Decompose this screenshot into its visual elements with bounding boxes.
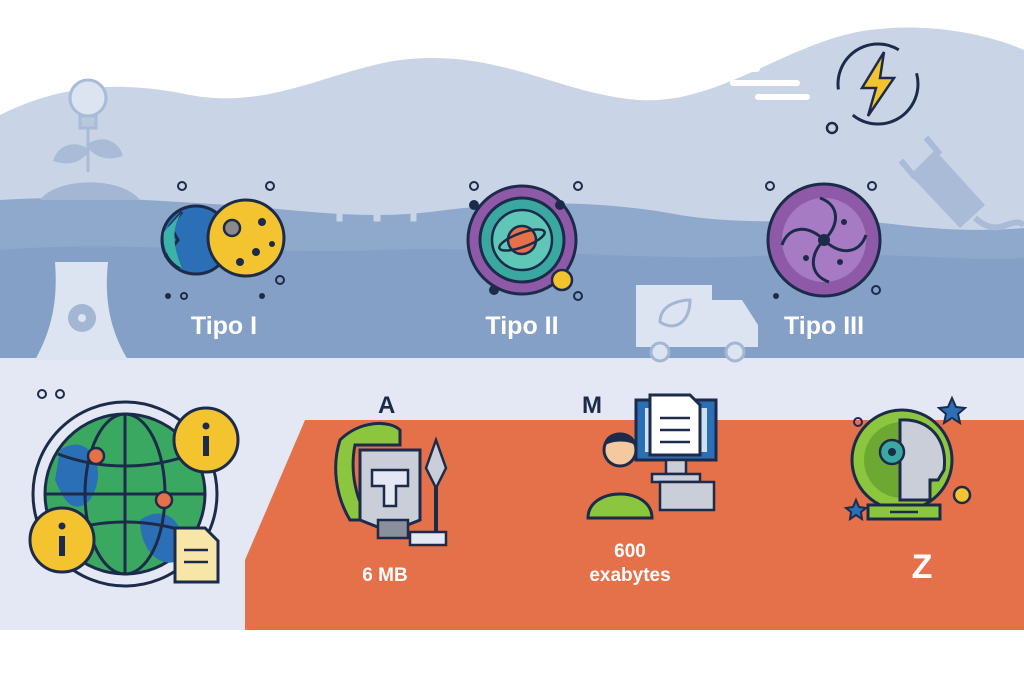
ai-head-icon [843,395,972,522]
person-computer-icon [586,393,718,520]
value-600: 600 [614,541,646,562]
letter-m: M [582,392,602,419]
globe-info-icon [28,389,240,588]
letter-a: A [378,392,396,419]
eco-truck-icon [636,285,758,363]
nuclear-plant-icon [35,262,128,360]
moon-planet-icon [160,181,286,300]
wind-turbines-icon [315,80,437,222]
tipo-1-label: Tipo I [190,312,258,340]
renewable-energy-icon [825,42,920,135]
value-6mb: 6 MB [362,565,408,586]
lightbulb-plant-icon [40,78,140,200]
planet-orbit-icon [466,181,583,301]
spartan-helmet-spear-icon [334,421,448,547]
value-exabytes: exabytes [589,565,671,586]
tipo-2-label: Tipo II [485,312,559,340]
value-z: Z [911,548,933,586]
recycle-plug-icon [898,135,1024,231]
galaxy-icon [765,181,882,299]
tipo-3-label: Tipo III [783,312,865,340]
cloud-lines [720,66,810,100]
